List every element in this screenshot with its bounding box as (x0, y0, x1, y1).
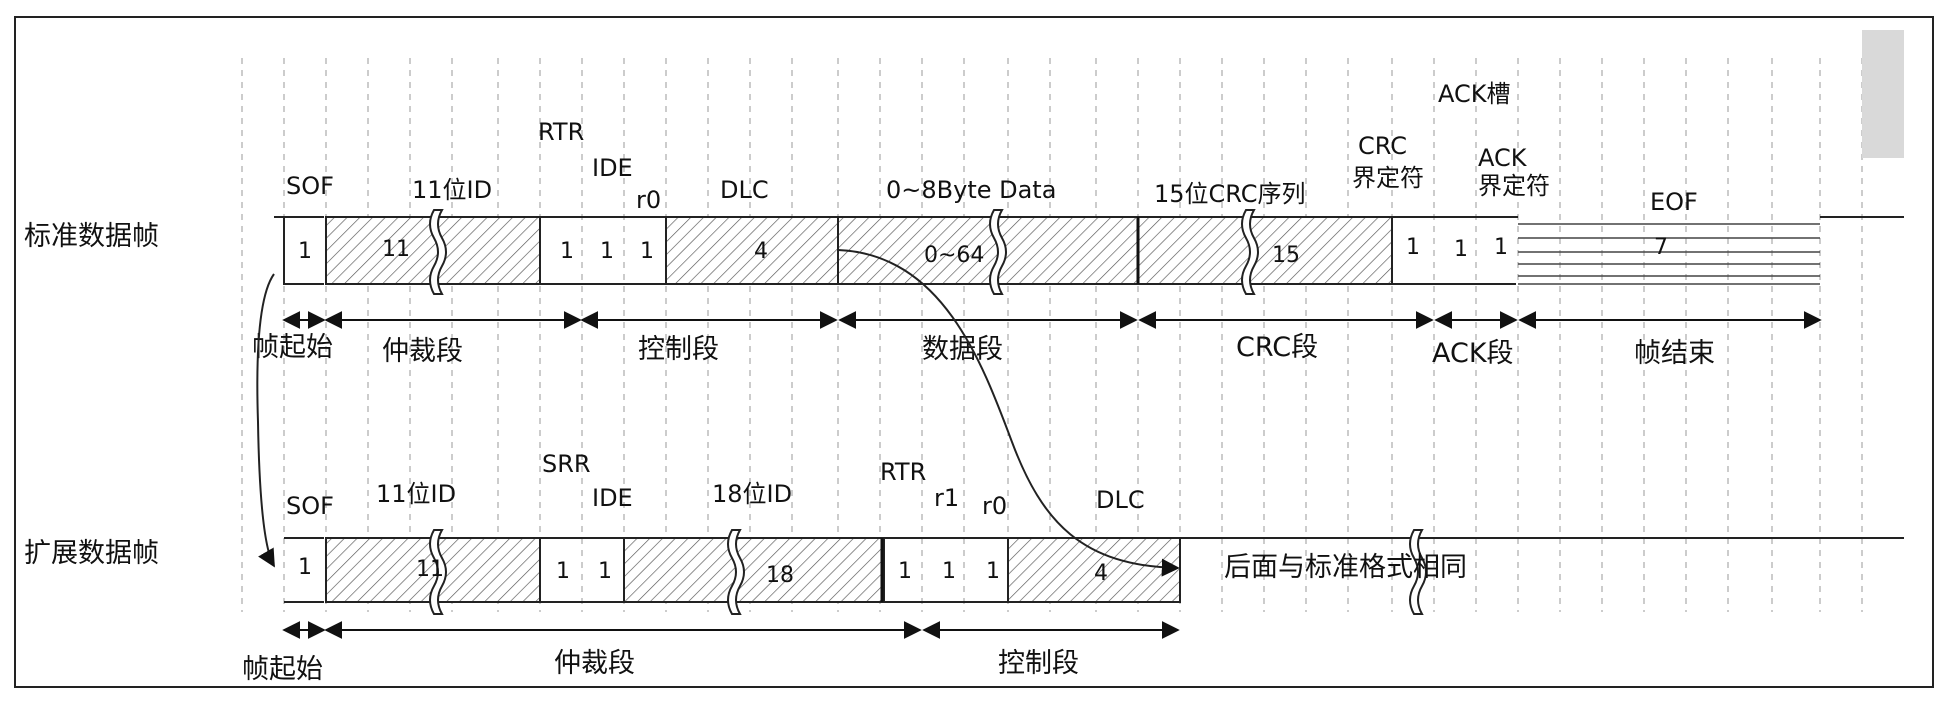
std-ack-delim-label-2: 界定符 (1478, 172, 1550, 200)
std-seg-data: 数据段 (922, 334, 1003, 365)
std-ack-slot-label: ACK槽 (1438, 80, 1511, 108)
ext-r1-value: 1 (942, 559, 956, 584)
std-sof-value: 1 (298, 239, 312, 264)
standard-frame: 标准数据帧 SOF 11位ID RTR (24, 80, 1904, 369)
std-crc-field (1137, 216, 1393, 285)
ext-id18-value: 18 (766, 563, 794, 588)
std-rtr-value: 1 (560, 239, 574, 264)
ext-r0-value: 1 (986, 559, 1000, 584)
std-seg-crc: CRC段 (1236, 332, 1318, 363)
vertical-scrollbar-thumb[interactable] (1862, 30, 1904, 158)
standard-frame-label: 标准数据帧 (24, 221, 159, 252)
std-crc-delim-label-2: 界定符 (1352, 164, 1424, 192)
can-frame-diagram: 标准数据帧 SOF 11位ID RTR (24, 58, 1904, 685)
std-eof-value: 7 (1654, 235, 1668, 260)
ext-dlc-label: DLC (1096, 486, 1145, 514)
ext-dlc-field (1007, 537, 1181, 603)
sof-link-curve (256, 273, 275, 568)
std-seg-control: 控制段 (638, 334, 719, 365)
std-crc-seq-label: 15位CRC序列 (1154, 180, 1306, 208)
std-eof-lines (1518, 223, 1820, 285)
ext-rtr-value: 1 (898, 559, 912, 584)
ext-r1-label: r1 (934, 484, 959, 512)
diagram-frame: 标准数据帧 SOF 11位ID RTR (14, 16, 1934, 688)
std-seg-arbitration: 仲裁段 (382, 336, 463, 367)
ext-ide-value: 1 (598, 559, 612, 584)
ext-sof-label: SOF (286, 492, 334, 520)
ext-seg-frame-start: 帧起始 (242, 654, 323, 685)
ext-id18-field (623, 537, 885, 603)
ext-id-label: 11位ID (376, 480, 456, 508)
std-r0-value: 1 (640, 239, 654, 264)
std-r0-label: r0 (636, 186, 661, 214)
std-seg-frame-end: 帧结束 (1634, 338, 1715, 369)
ext-id18-label: 18位ID (712, 480, 792, 508)
std-rtr-label: RTR (538, 118, 584, 146)
std-eof-label: EOF (1650, 188, 1698, 216)
std-data-value: 0~64 (924, 243, 984, 268)
std-sof-label: SOF (286, 172, 334, 200)
std-ack-slot-value: 1 (1454, 237, 1468, 262)
ext-dlc-value: 4 (1094, 561, 1108, 586)
std-crc-delim-label-1: CRC (1358, 132, 1407, 160)
std-ack-delim-label-1: ACK (1478, 144, 1528, 172)
standard-bus-line (274, 216, 324, 285)
ext-rtr-label: RTR (880, 458, 926, 486)
std-seg-frame-start: 帧起始 (252, 332, 333, 363)
ext-srr-value: 1 (556, 559, 570, 584)
extended-frame-label: 扩展数据帧 (24, 538, 159, 569)
std-ide-value: 1 (600, 239, 614, 264)
dashed-grid (241, 58, 1863, 612)
std-id-label: 11位ID (412, 176, 492, 204)
ext-sof-value: 1 (298, 555, 312, 580)
ext-id-value: 11 (416, 557, 444, 582)
std-crc-value: 15 (1272, 243, 1300, 268)
ext-seg-arbitration: 仲裁段 (554, 648, 635, 679)
std-dlc-value: 4 (754, 239, 768, 264)
std-crc-delim-value: 1 (1406, 235, 1420, 260)
std-dlc-field (665, 216, 839, 285)
std-dlc-label: DLC (720, 176, 769, 204)
ext-continuation-note: 后面与标准格式相同 (1224, 552, 1467, 583)
std-ide-label: IDE (592, 154, 633, 182)
dlc-link-curve (837, 249, 1180, 577)
std-data-label: 0~8Byte Data (886, 176, 1056, 204)
std-seg-ack: ACK段 (1432, 338, 1514, 369)
ext-ide-label: IDE (592, 484, 633, 512)
ext-srr-label: SRR (542, 450, 591, 478)
std-data-field (837, 216, 1139, 285)
std-ack-delim-value: 1 (1494, 235, 1508, 260)
ext-seg-control: 控制段 (998, 648, 1079, 679)
extended-frame: 扩展数据帧 SOF 11位ID SRR IDE 18位ID RTR r1 r0 … (24, 450, 1904, 685)
std-id-value: 11 (382, 237, 410, 262)
ext-r0-label: r0 (982, 492, 1007, 520)
